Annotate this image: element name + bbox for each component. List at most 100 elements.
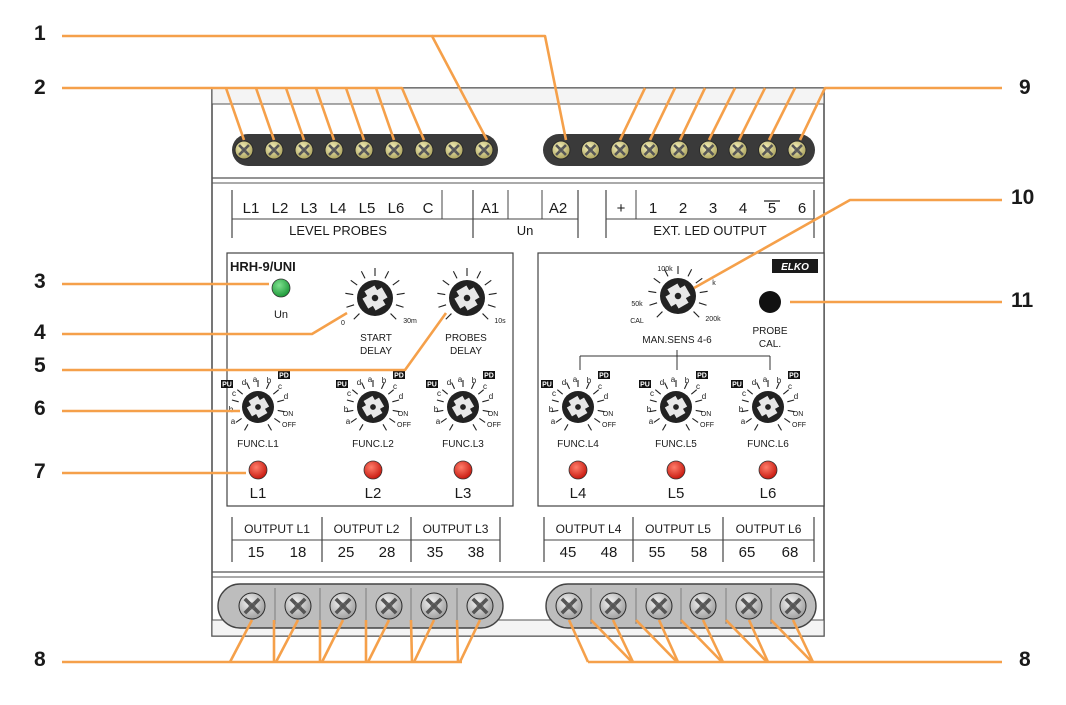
- power-led: [271, 278, 291, 298]
- func-mark-d: d: [794, 392, 798, 401]
- callout-2: 2: [34, 76, 46, 99]
- top-terminal-screw[interactable]: [354, 140, 374, 160]
- func-mark-c: c: [552, 389, 556, 398]
- bottom-terminal-screw[interactable]: [238, 592, 266, 620]
- func-mark-pd: PD: [697, 373, 707, 380]
- callout-line-9: [648, 87, 677, 141]
- top-terminal-screw[interactable]: [264, 140, 284, 160]
- supply-terminal-label: A2: [549, 200, 567, 217]
- func-mark-d: d: [752, 378, 756, 387]
- top-terminal-screw[interactable]: [444, 140, 464, 160]
- func-mark-b: b: [382, 376, 387, 385]
- func-mark-b: b: [777, 376, 782, 385]
- callout-line-8-right: [747, 619, 770, 663]
- func-mark-d: d: [447, 378, 451, 387]
- top-terminal-screw[interactable]: [581, 140, 600, 160]
- level-led-label: L1: [250, 485, 267, 502]
- func-mark-a: a: [458, 375, 463, 384]
- level-led-label: L5: [668, 485, 685, 502]
- probe-cal-button[interactable]: [759, 291, 781, 313]
- level-led: [248, 460, 268, 480]
- func-mark-on: ON: [398, 411, 409, 418]
- bottom-terminal-screw[interactable]: [375, 592, 403, 620]
- probes-delay-label-line2: DELAY: [450, 346, 482, 357]
- top-terminal-screw[interactable]: [384, 140, 404, 160]
- func-mark-c: c: [437, 389, 441, 398]
- callout-11: 11: [1011, 289, 1034, 312]
- ext-led-terminal-label: 3: [709, 200, 717, 217]
- callout-8-right: 8: [1019, 648, 1031, 671]
- bottom-terminal-screw[interactable]: [735, 592, 763, 620]
- bottom-terminal-screw[interactable]: [420, 592, 448, 620]
- output-title: OUTPUT L4: [556, 522, 622, 536]
- callout-1: 1: [34, 22, 46, 45]
- bottom-terminal-screw[interactable]: [779, 592, 807, 620]
- top-terminal-screw[interactable]: [669, 140, 689, 160]
- func-mark-a: a: [346, 417, 351, 426]
- output-pin-label: 18: [290, 544, 307, 561]
- top-terminal-screw[interactable]: [787, 140, 807, 160]
- func-mark-d: d: [562, 378, 566, 387]
- callout-line-8-left: [228, 619, 254, 663]
- func-label: FUNC.L3: [442, 439, 484, 450]
- callout-line-2: [374, 87, 396, 141]
- bottom-terminal-screw[interactable]: [689, 592, 717, 620]
- top-terminal-screw[interactable]: [294, 140, 314, 160]
- output-pin-label: 15: [248, 544, 265, 561]
- func-mark-pd: PD: [484, 373, 494, 380]
- level-led-label: L4: [570, 485, 587, 502]
- callout-line-8-right: [567, 619, 590, 663]
- start-delay-label-line1: START: [360, 333, 392, 344]
- callout-line-8-left: [458, 619, 482, 663]
- bottom-terminal-screw[interactable]: [599, 592, 627, 620]
- callout-line-8-right: [791, 619, 815, 663]
- func-mark-pd: PD: [599, 373, 609, 380]
- sensitivity-knob[interactable]: [648, 266, 708, 318]
- bottom-terminal-screw[interactable]: [329, 592, 357, 620]
- output-pin-label: 28: [379, 544, 396, 561]
- top-terminal-screw[interactable]: [640, 140, 659, 160]
- callout-line-2: [224, 87, 246, 141]
- output-title: OUTPUT L5: [645, 522, 711, 536]
- bottom-terminal-screw[interactable]: [555, 592, 583, 620]
- probes-delay-label-line1: PROBES: [445, 333, 487, 344]
- output-title: OUTPUT L2: [334, 522, 400, 536]
- top-terminal-screw[interactable]: [699, 140, 718, 160]
- top-terminal-screw[interactable]: [551, 140, 571, 160]
- func-mark-c: c: [788, 382, 792, 391]
- sens-label: MAN.SENS 4-6: [642, 335, 712, 346]
- sens-tick-200k: 200k: [705, 316, 721, 323]
- top-terminal-screw[interactable]: [234, 140, 254, 160]
- bottom-terminal-screw[interactable]: [645, 592, 673, 620]
- output-pin-label: 58: [691, 544, 708, 561]
- func-mark-a: a: [573, 375, 578, 384]
- func-mark-d: d: [702, 392, 706, 401]
- top-terminal-screw[interactable]: [474, 140, 494, 160]
- callout-line-10: [693, 198, 1002, 290]
- bottom-terminal-screw[interactable]: [466, 592, 494, 620]
- top-terminal-screw[interactable]: [758, 140, 777, 160]
- top-terminal-screw[interactable]: [610, 140, 630, 160]
- level-led: [568, 460, 588, 480]
- brand-logo-text: ELKO: [781, 262, 809, 273]
- level-probe-terminal-label: L1: [243, 200, 260, 217]
- callout-line-8-left: [274, 619, 300, 663]
- top-terminal-screw[interactable]: [728, 140, 748, 160]
- callout-line-9: [737, 87, 767, 141]
- top-terminal-screw[interactable]: [324, 140, 344, 160]
- start-delay-knob[interactable]: [345, 268, 405, 320]
- output-pin-label: 25: [338, 544, 355, 561]
- func-mark-d: d: [399, 392, 403, 401]
- probes-delay-knob[interactable]: [437, 268, 497, 320]
- bottom-terminal-screw[interactable]: [284, 592, 312, 620]
- top-terminal-screw[interactable]: [414, 140, 434, 160]
- callout-lines: [62, 34, 1002, 664]
- func-mark-c: c: [696, 382, 700, 391]
